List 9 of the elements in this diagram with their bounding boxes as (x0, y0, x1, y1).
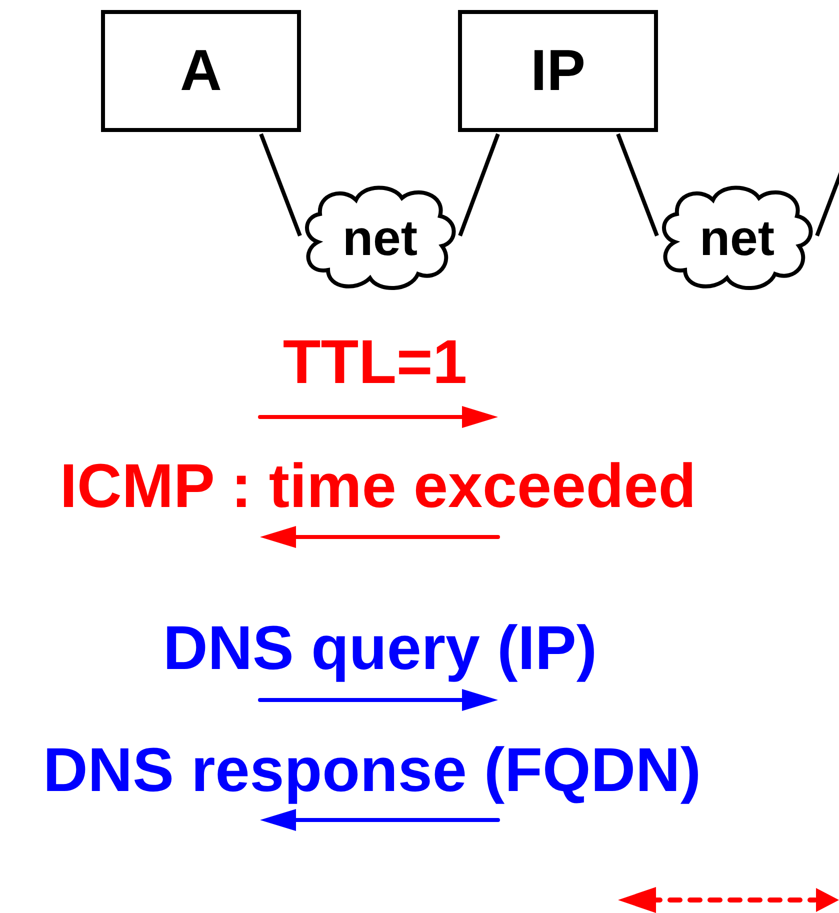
host-box: A (101, 10, 301, 132)
connector-line (458, 133, 500, 236)
message-label: DNS query (IP) (162, 618, 598, 680)
connector-line (259, 133, 302, 236)
host-box: IP (458, 10, 658, 132)
connector-line (616, 133, 659, 236)
message-label: TTL=1 (282, 332, 468, 394)
message-label: DNS response (FQDN) (43, 740, 701, 802)
message-label: ICMP : time exceeded (60, 456, 696, 518)
